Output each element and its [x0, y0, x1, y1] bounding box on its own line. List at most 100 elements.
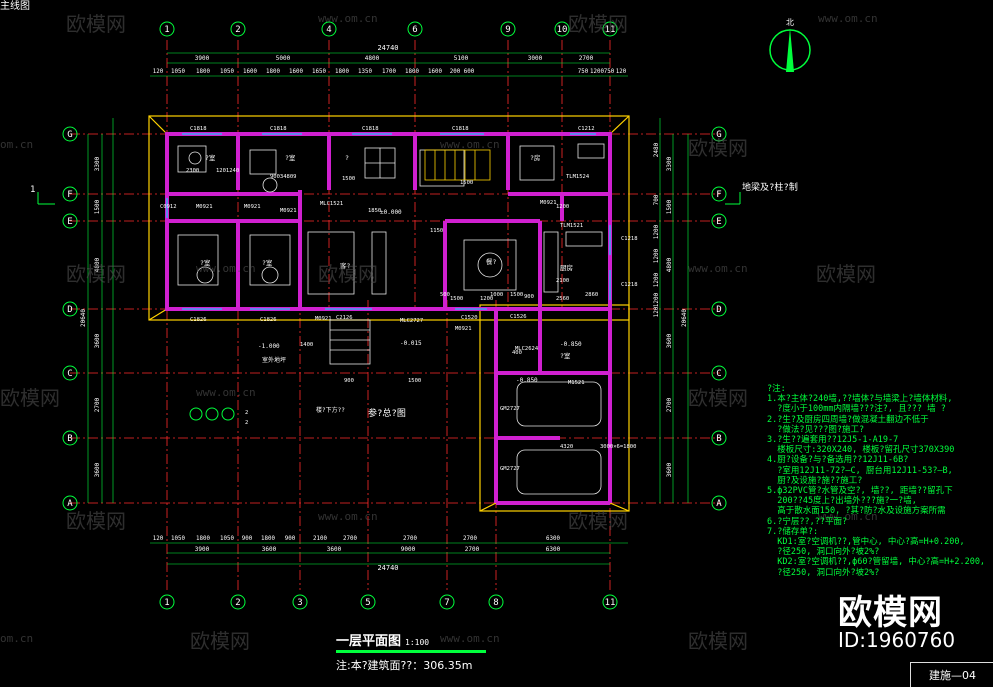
dim-bottom-2: 1800 [261, 536, 275, 542]
dim-right-total: 20640 [681, 309, 688, 327]
window-label: C1818 [362, 126, 379, 132]
north-arrow-icon: 北 [769, 18, 811, 72]
detail-ref-label: 2 [245, 410, 248, 416]
dim-right-1: 2700 [666, 397, 673, 412]
axis-bubble-bottom-circle [602, 594, 618, 610]
dim-right-1: 1500 [666, 199, 673, 214]
axis-bubble-left: B [67, 434, 72, 444]
dim-bottom-total: 24740 [377, 564, 398, 572]
dim-bottom-2: 2700 [343, 536, 357, 542]
window-label: C1818 [452, 126, 469, 132]
dim-top-2: 1650 [312, 69, 326, 75]
dim-left-1: 3600 [94, 462, 101, 477]
level-mark: -1.000 [258, 343, 280, 350]
dim-top-2: 1050 [171, 69, 185, 75]
dim-bottom-1: 3600 [262, 546, 277, 553]
axis-bubble-left-circle [62, 213, 78, 229]
window-label: C1218 [621, 236, 638, 242]
brand-logo-text: 欧模网 [838, 593, 943, 633]
dim-left-1: 3600 [94, 333, 101, 348]
axis-bubble-top: 10 [557, 25, 568, 35]
inner-dim: 1500 [460, 180, 473, 186]
dim-bottom-2: 120 [153, 536, 164, 542]
inner-dim: 1500 [450, 296, 463, 302]
inner-dim: 1000 [490, 292, 503, 298]
walls [165, 132, 612, 505]
detail-ref-label-2: 2 [245, 420, 248, 426]
door-label: MLC2624 [515, 346, 539, 352]
dim-top-2: 1600 [243, 69, 257, 75]
dim-bottom-2: 1800 [196, 536, 210, 542]
detail-ref-bubble [189, 407, 203, 421]
dim-bottom-1: 2700 [465, 546, 480, 553]
dim-top-2: 1600 [289, 69, 303, 75]
note-line: 高于散水面150, ?其?防?水及设施方案所需 [767, 506, 946, 517]
dim-bottom-2: 6300 [546, 536, 560, 542]
dim-right-2: 1200 [653, 224, 660, 239]
note-line: 3.?生??遍套用??12J5-1-A19-7 [767, 435, 899, 446]
axis-bubble-right: F [716, 190, 721, 200]
dim-bottom-2: 900 [242, 536, 253, 542]
axis-bubble-left-circle [62, 301, 78, 317]
inner-dim: 90034809 [270, 174, 297, 180]
inner-dim: 3000×6=1800 [600, 444, 636, 450]
detail-ref-bubble [205, 407, 219, 421]
axis-bubble-left: D [67, 305, 72, 315]
inner-dim: 900 [344, 378, 354, 384]
note-line: KD2:室?空调机??,ф60?管留墙, 中心?高=H+2.200, [767, 557, 986, 568]
room-label: ?室 [285, 153, 296, 162]
dim-bottom-2: 1050 [171, 536, 185, 542]
section-number-1: 参?总?图 [368, 407, 406, 419]
tab-label[interactable]: 主线图 [0, 1, 30, 12]
dim-top-1: 2700 [579, 55, 594, 62]
inner-dim: 400 [512, 350, 522, 356]
drawing-scale: 1:100 [405, 638, 430, 647]
axis-bubble-right: B [716, 434, 721, 444]
axis-bubble-top-circle [554, 21, 570, 37]
window-label: C1520 [461, 315, 478, 321]
sheet-number: 建施—04 [910, 662, 993, 687]
inner-dim: 2100 [556, 278, 569, 284]
inner-dim: 1150 [430, 228, 443, 234]
axis-bubble-bottom-circle [439, 594, 455, 610]
dim-bottom-2: 2100 [313, 536, 327, 542]
note-line: ?径250, 洞口向外?坡2%? [767, 567, 880, 578]
note-line: ?度小于100mm内隔墙???注?, 且??? 墙 ? [767, 404, 946, 415]
door-label: MLC1521 [320, 201, 343, 207]
door-label: M0921 [315, 316, 332, 322]
building-outline [148, 115, 630, 512]
door-label: MLC2727 [400, 318, 423, 324]
dim-top-2: 1800 [196, 69, 210, 75]
dim-top-2: 1350 [358, 69, 372, 75]
axis-bubble-left-circle [62, 430, 78, 446]
dim-top-2: 1800 [405, 69, 419, 75]
dim-top-2: 120 [153, 69, 164, 75]
door-label: M0921 [244, 204, 261, 210]
note-line: 1.本?主体?240墙,??墙体?与墙梁上?墙体材料, [767, 394, 953, 405]
axis-bubble-bottom: 2 [235, 598, 240, 608]
dim-bottom-2: 900 [285, 536, 296, 542]
window-label: C1212 [578, 126, 595, 132]
dim-top-total: 24740 [377, 44, 398, 52]
axis-bubble-top: 6 [412, 25, 417, 35]
axis-bubble-right: D [716, 305, 721, 315]
brand-id: ID:1960760 [838, 628, 956, 652]
axis-bubble-bottom-circle [360, 594, 376, 610]
dim-right-2: 1200 [653, 248, 660, 263]
dim-bottom-1: 3600 [327, 546, 342, 553]
room-label: ?室 [262, 258, 273, 267]
design-notes: ?注:1.本?主体?240墙,??墙体?与墙梁上?墙体材料, ?度小于100mm… [767, 384, 986, 578]
dim-top-2: 1800 [266, 69, 280, 75]
note-line: 5.ф32PVC管?水管及空?, 墙??, 距墙??留孔下 [767, 486, 953, 497]
dim-top-2: 1050 [220, 69, 234, 75]
area-note: 注:本?建筑面??：306.35m [336, 659, 473, 672]
title-underline [336, 650, 486, 653]
dim-bottom-1: 6300 [546, 546, 561, 553]
axis-bubble-right-circle [711, 301, 727, 317]
axis-bubble-bottom-circle [230, 594, 246, 610]
axis-bubble-left: E [67, 217, 72, 227]
axis-bubble-top-circle [159, 21, 175, 37]
